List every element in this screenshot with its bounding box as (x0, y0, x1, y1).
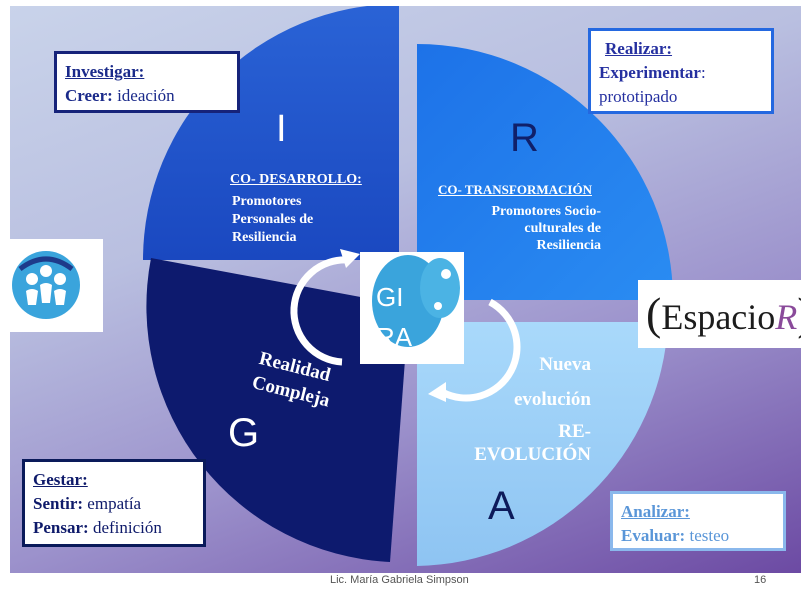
quadrant-i-letter: I (276, 108, 287, 150)
cycle-arrow-lower-head (428, 382, 446, 402)
quadrant-r-body-1: Promotores Socio- (491, 204, 601, 219)
espacio-close-paren: ) (797, 288, 801, 339)
creer-label: Creer: (65, 86, 113, 105)
quadrant-g-letter: G (228, 411, 260, 455)
investigar-box: Investigar: Creer: ideación (54, 51, 240, 113)
quadrant-a-text-3: RE- (558, 421, 591, 442)
pensar-label: Pensar: (33, 518, 89, 537)
gestar-heading: Gestar: (33, 470, 88, 489)
experimentar-colon: : (700, 63, 706, 82)
prototipado-text: prototipado (599, 87, 678, 106)
gestar-box: Gestar: Sentir: empatía Pensar: definici… (22, 459, 206, 547)
analizar-box: Analizar: Evaluar: testeo (610, 491, 786, 551)
espacio-r-logo (638, 280, 801, 348)
quadrant-i-body-1: Promotores (232, 194, 302, 209)
quadrant-i-body-3: Resiliencia (232, 230, 297, 245)
people-logo (10, 239, 103, 332)
slide-background: GI RA I R G A CO- DESARROLLO: Promotores… (10, 6, 801, 573)
espacio-r-letter: R (775, 297, 798, 337)
investigar-heading: Investigar: (65, 62, 145, 81)
footer-author: Lic. María Gabriela Simpson (330, 574, 469, 586)
quadrant-i-body-2: Personales de (232, 212, 314, 227)
gira-logo: GI RA (372, 255, 460, 352)
analizar-heading: Analizar: (621, 502, 690, 521)
quadrant-a-text-2: evolución (513, 389, 591, 410)
quadrant-r-body-2: culturales de (524, 221, 601, 236)
quadrant-a (417, 322, 668, 566)
experimentar-label: Experimentar (599, 63, 701, 82)
quadrant-r-body-3: Resiliencia (536, 238, 601, 253)
gira-logo-line2: RA (376, 322, 413, 352)
quadrant-a-text-1: Nueva (539, 354, 591, 375)
quadrant-r (417, 44, 673, 300)
sentir-value: empatía (83, 494, 142, 513)
espacio-r-logo-text: (EspacioR) (646, 286, 801, 345)
realizar-heading: Realizar: (605, 39, 673, 58)
quadrant-g (146, 258, 410, 562)
igra-wheel-diagram: GI RA (143, 6, 673, 566)
people-icon (12, 251, 80, 319)
evaluar-value: testeo (685, 526, 730, 545)
page-number: 16 (754, 574, 767, 586)
evaluar-label: Evaluar: (621, 526, 686, 545)
quadrant-i-title: CO- DESARROLLO: (230, 172, 362, 187)
pensar-value: definición (88, 518, 162, 537)
realizar-box: Realizar: Experimentar: prototipado (588, 28, 774, 114)
quadrant-r-letter: R (510, 116, 539, 160)
creer-value: ideación (112, 86, 175, 105)
espacio-open-paren: ( (646, 288, 662, 339)
cycle-arrow-upper (290, 256, 349, 366)
cycle-arrow-lower (440, 298, 521, 402)
sentir-label: Sentir: (33, 494, 84, 513)
gira-logo-line1: GI (376, 282, 403, 312)
quadrant-i (143, 6, 399, 260)
quadrant-a-letter: A (488, 484, 515, 528)
quadrant-a-text-4: EVOLUCIÓN (474, 444, 591, 465)
quadrant-r-title: CO- TRANSFORMACIÓN (438, 182, 592, 197)
espacio-word: Espacio (661, 297, 776, 337)
cycle-arrow-upper-head (340, 249, 360, 268)
